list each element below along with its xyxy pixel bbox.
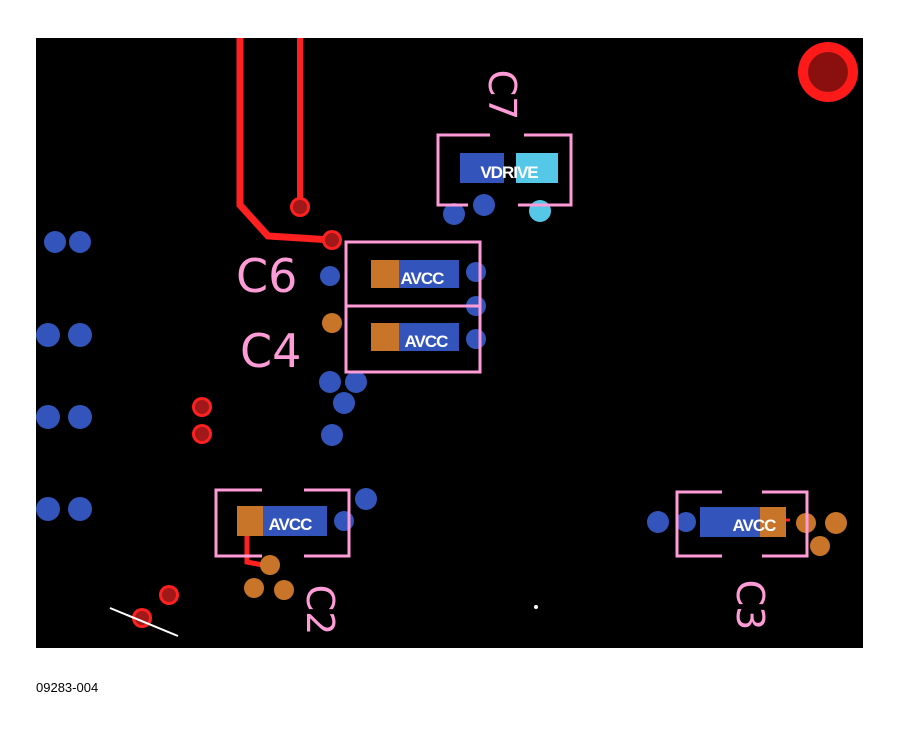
- c2-outline: [214, 488, 351, 558]
- c3-outline: [675, 490, 809, 558]
- c2-pad-left: [237, 506, 263, 536]
- component-c2: AVCC C2: [214, 488, 351, 636]
- trace-left: [236, 38, 333, 244]
- c3-designator: C3: [728, 580, 772, 631]
- c6-pad-right: [399, 260, 459, 288]
- red-vias: [132, 197, 342, 628]
- c3-pad-left: [700, 507, 760, 537]
- c6-pad-left: [371, 260, 399, 288]
- orange-vias: [244, 313, 847, 600]
- component-c6-c4: AVCC AVCC C6 C4: [236, 240, 482, 378]
- avcc-c4-net-label: AVCC: [405, 332, 449, 351]
- c4-pad-right: [399, 323, 459, 351]
- c7-outline: [436, 133, 573, 207]
- component-c7: VDRIVE C7: [436, 70, 573, 207]
- c2-pad-right: [263, 506, 327, 536]
- red-traces: [236, 38, 790, 569]
- c4-pad-left: [371, 323, 399, 351]
- vdrive-net-label: VDRIVE: [480, 163, 538, 182]
- c6-designator: C6: [236, 249, 297, 303]
- avcc-c6-net-label: AVCC: [401, 269, 445, 288]
- blue-vias-left: [36, 231, 92, 521]
- avcc-c2-net-label: AVCC: [269, 515, 313, 534]
- c4-designator: C4: [240, 324, 301, 378]
- component-c3: AVCC C3: [675, 490, 809, 631]
- figure-id-caption: 09283-004: [36, 680, 99, 695]
- cyan-via: [529, 200, 551, 222]
- c7-pad-right: [516, 153, 558, 183]
- c3-pad-right: [760, 507, 786, 537]
- avcc-c3-net-label: AVCC: [733, 516, 777, 535]
- white-trace-segment: [109, 607, 179, 637]
- c2-designator: C2: [298, 585, 342, 636]
- white-speck: [534, 605, 538, 609]
- c7-designator: C7: [480, 70, 524, 121]
- c6-c4-outline: [344, 240, 482, 374]
- mounting-hole: [798, 42, 858, 102]
- c7-pad-left: [460, 153, 504, 183]
